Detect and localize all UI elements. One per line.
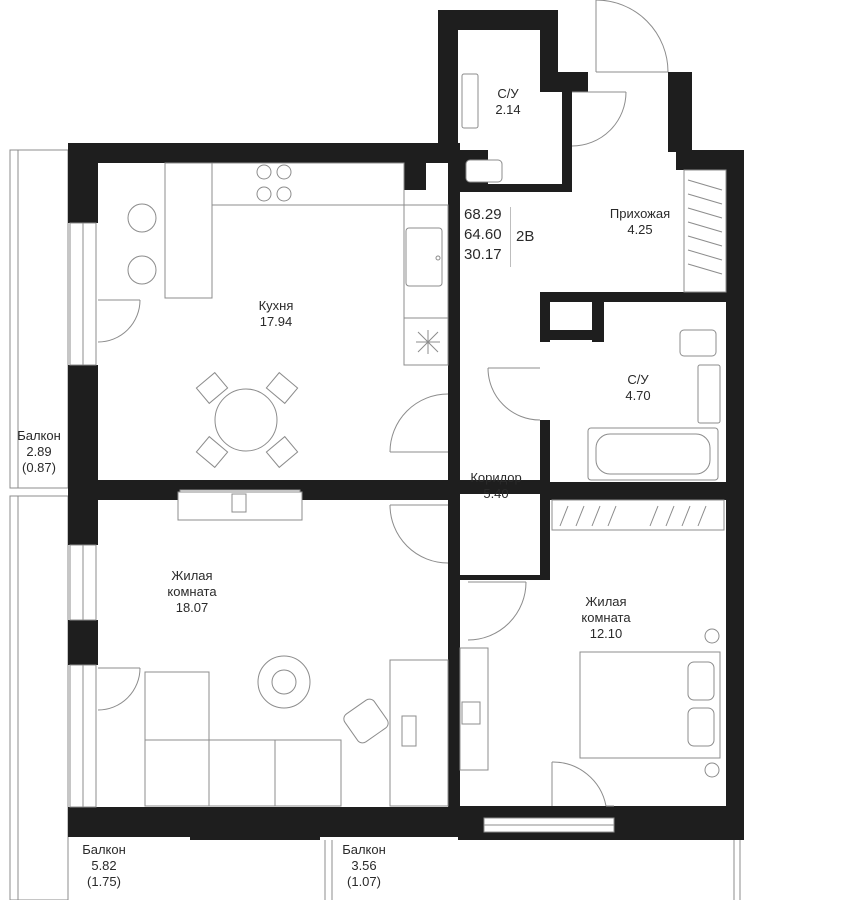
kitchen-furniture xyxy=(127,162,449,452)
living-area: 64.60 xyxy=(464,226,502,243)
living-furniture xyxy=(144,491,721,807)
walls xyxy=(68,10,744,840)
total-area: 68.29 xyxy=(464,206,502,223)
room-label-living1: Жилая комната 18.07 xyxy=(167,568,217,615)
bathroom-fixtures xyxy=(461,73,721,481)
room-label-hall: Прихожая 4.25 xyxy=(609,206,671,237)
secondary-area: 30.17 xyxy=(464,246,502,263)
kitchen-chairs xyxy=(195,371,299,469)
wardrobe xyxy=(551,169,727,531)
room-label-living2: Жилая комната 12.10 xyxy=(581,594,631,641)
balcony-outlines xyxy=(9,149,741,900)
balcony-label-bottom-right: Балкон 3.56 (1.07) xyxy=(342,842,386,889)
doors xyxy=(97,0,669,807)
room-label-bath: С/У 4.70 xyxy=(625,372,651,403)
summary-divider xyxy=(510,207,511,267)
room-label-kitchen: Кухня 17.94 xyxy=(258,298,294,329)
balcony-label-left: Балкон 2.89 (0.87) xyxy=(17,428,61,475)
living-chair xyxy=(343,698,389,744)
apartment-summary: 68.29 64.60 30.17 2В xyxy=(458,205,544,269)
room-label-corridor: Коридор 5.40 xyxy=(470,470,522,501)
apartment-type: 2В xyxy=(516,228,535,245)
balcony-label-bottom-left: Балкон 5.82 (1.75) xyxy=(82,842,126,889)
room-label-wc1: С/У 2.14 xyxy=(495,86,521,117)
